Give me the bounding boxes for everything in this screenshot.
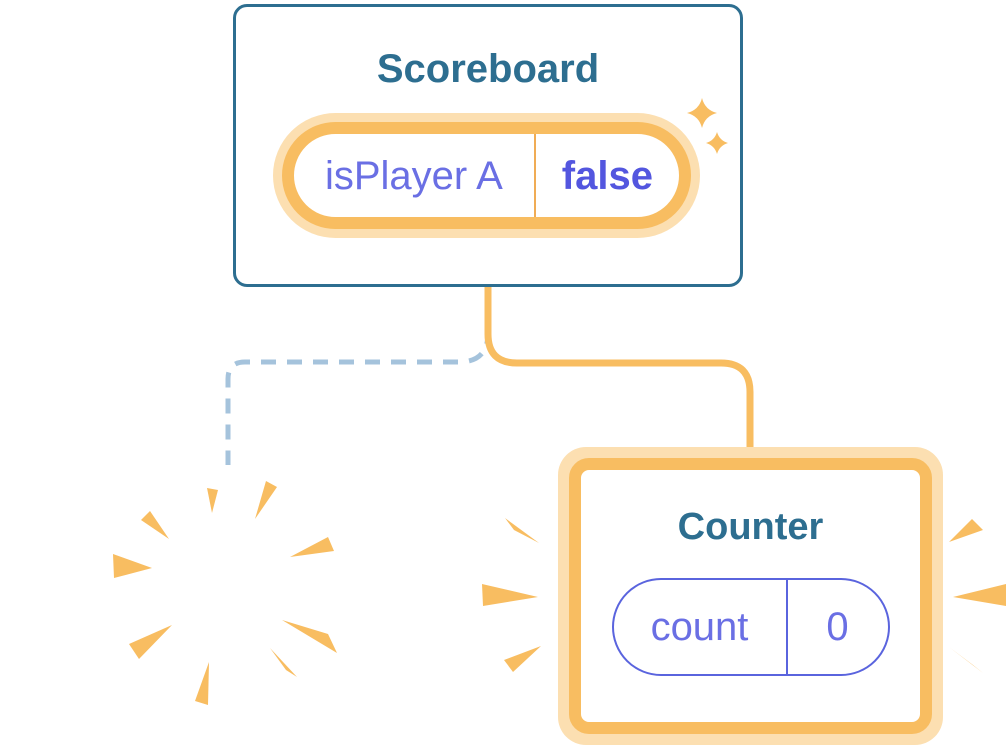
scoreboard-state-pill: isPlayer A false <box>273 113 700 238</box>
destroyed-component-card <box>83 455 365 737</box>
counter-card: Counter count 0 <box>558 447 943 745</box>
emphasis-rays-right-icon <box>949 519 1006 673</box>
pill-divider <box>533 134 536 217</box>
state-value: 0 <box>826 605 849 649</box>
state-name: count <box>650 605 749 649</box>
state-value: false <box>561 153 653 198</box>
emphasis-rays-left-icon <box>482 518 541 672</box>
counter-title: Counter <box>677 506 824 548</box>
state-name: isPlayer A <box>324 153 503 198</box>
solid-connector-line <box>484 286 754 452</box>
scoreboard-title: Scoreboard <box>376 47 600 91</box>
pill-divider <box>785 580 788 674</box>
counter-state-pill: count 0 <box>611 578 890 676</box>
scoreboard-card: Scoreboard isPlayer A false <box>233 4 743 287</box>
dashed-connector-line <box>225 303 491 465</box>
